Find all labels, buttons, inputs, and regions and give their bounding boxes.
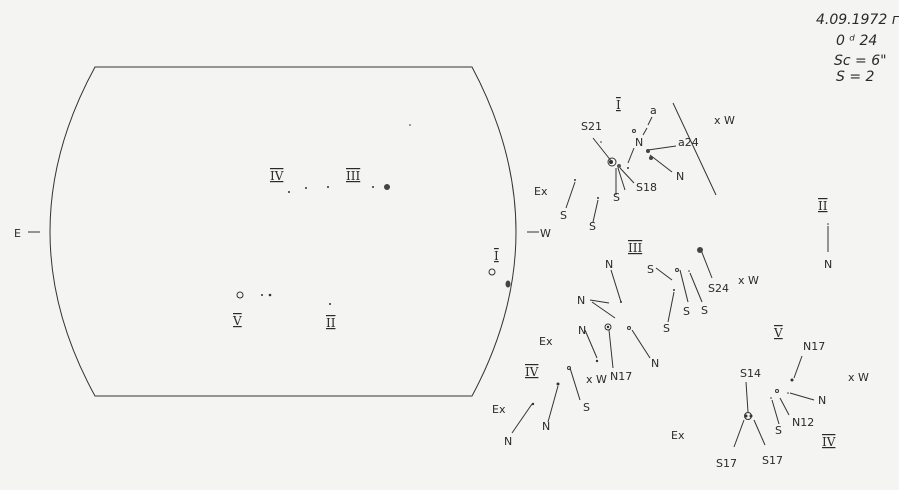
annotation: S [613, 191, 620, 204]
annotation: x W [714, 114, 735, 127]
annotation: N17 [610, 370, 632, 383]
annotation: S [701, 304, 708, 317]
detail-group-2: II N [818, 199, 832, 271]
annotation: S [683, 305, 690, 318]
annotation: S [775, 424, 782, 437]
annotation: x W [848, 371, 869, 384]
annotation: N [578, 324, 586, 337]
east-label: E [14, 227, 21, 240]
west-label: W [540, 227, 551, 240]
solar-disk: E W IV III I V II [14, 66, 551, 397]
annotation: Ex [671, 429, 685, 442]
annotation: a [650, 104, 657, 117]
annotation: S [663, 322, 670, 335]
group-label: II [818, 199, 828, 213]
observation-header: 4.09.1972 г. 0 ᵈ 24 Sc = 6" S = 2 [816, 12, 899, 85]
detail-group-5: V N17 S14 x W N N12 S S17 S17 IV [716, 326, 869, 470]
annotation: S18 [636, 181, 657, 194]
group-label: III [628, 241, 642, 255]
annotation: N [824, 258, 832, 271]
detail-group-3: III N S S24 x W N S S S [577, 241, 759, 335]
annotation: N [605, 258, 613, 271]
observation-time: 0 ᵈ 24 [836, 33, 877, 49]
annotation: a24 [678, 136, 699, 149]
annotation: Ex [534, 185, 548, 198]
annotation: N [635, 136, 643, 149]
annotation: N [504, 435, 512, 448]
annotation: N [542, 420, 550, 433]
group-label: IV [525, 365, 539, 379]
annotation: x W [586, 373, 607, 386]
annotation: S17 [716, 457, 737, 470]
disk-outline [49, 66, 517, 397]
annotation: Ex [492, 403, 506, 416]
group-label: V [232, 314, 242, 328]
group-label: IV [822, 435, 836, 449]
annotation: N12 [792, 416, 814, 429]
annotation: S [589, 220, 596, 233]
annotation: N [818, 394, 826, 407]
annotation: S [560, 209, 567, 222]
group-label: II [326, 316, 336, 330]
group-label: IV [270, 169, 284, 183]
annotation: N17 [803, 340, 825, 353]
annotation: N [676, 170, 684, 183]
group-label: I [616, 98, 621, 112]
scale-value: Sc = 6" [834, 53, 887, 69]
observation-date: 4.09.1972 г. [816, 12, 899, 28]
group-label: I [494, 249, 499, 263]
detail-group-1: I a S21 N a24 N S18 S x W Ex S S [534, 98, 735, 233]
annotation: S21 [581, 120, 602, 133]
annotation: S [647, 263, 654, 276]
group-label: V [773, 326, 783, 340]
annotation: N [577, 294, 585, 307]
detail-group-4: IV Ex N N17 N x W Ex N N S Ex [492, 324, 685, 448]
annotation: S24 [708, 282, 729, 295]
group-label: III [346, 169, 360, 183]
seeing-value: S = 2 [836, 69, 875, 85]
annotation: S17 [762, 454, 783, 467]
annotation: S14 [740, 367, 761, 380]
detail-sketches: I a S21 N a24 N S18 S x W Ex S S II N II… [492, 98, 869, 470]
annotation: Ex [539, 335, 553, 348]
annotation: S [583, 401, 590, 414]
disk-spots [236, 124, 511, 305]
annotation: N [651, 357, 659, 370]
annotation: x W [738, 274, 759, 287]
